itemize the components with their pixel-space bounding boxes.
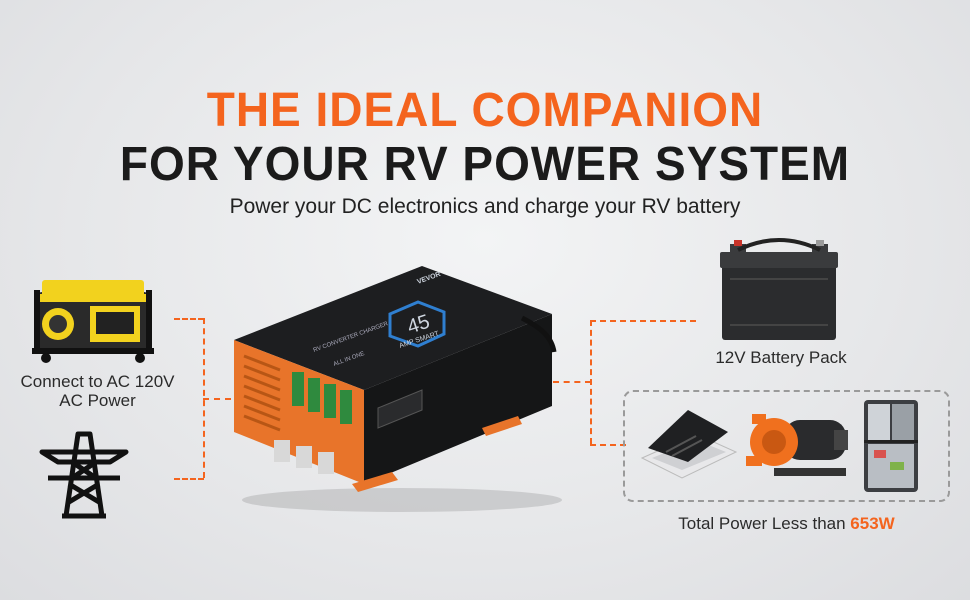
connector-line bbox=[590, 320, 592, 444]
connector-line bbox=[590, 444, 626, 446]
connector-line bbox=[174, 318, 204, 320]
total-power-label: Total Power Less than 653W bbox=[623, 514, 950, 534]
converter-charger-device: 45 AMP SMART VEVOR RV CONVERTER CHARGER … bbox=[234, 266, 562, 512]
connector-line bbox=[590, 320, 696, 322]
ac-power-label-line-2: AC Power bbox=[59, 391, 136, 410]
headline-line-1: THE IDEAL COMPANION bbox=[206, 81, 764, 137]
power-tower-icon bbox=[39, 431, 129, 519]
connector-line bbox=[553, 381, 591, 383]
connector-line bbox=[203, 398, 231, 400]
battery-icon bbox=[720, 238, 838, 340]
dc-loads-group bbox=[623, 390, 950, 502]
connector-line bbox=[174, 478, 204, 480]
subtitle: Power your DC electronics and charge you… bbox=[229, 195, 741, 218]
roof-vent-fan-icon bbox=[640, 410, 738, 479]
total-power-value: 653W bbox=[850, 514, 895, 533]
headline-line-2: FOR YOUR RV POWER SYSTEM bbox=[119, 135, 851, 191]
battery-label: 12V Battery Pack bbox=[715, 348, 847, 367]
generator-icon bbox=[32, 280, 154, 363]
refrigerator-icon bbox=[864, 400, 918, 492]
ac-power-label-line-1: Connect to AC 120V bbox=[20, 372, 175, 391]
total-power-prefix: Total Power Less than bbox=[678, 514, 851, 533]
water-pump-icon bbox=[746, 414, 848, 476]
